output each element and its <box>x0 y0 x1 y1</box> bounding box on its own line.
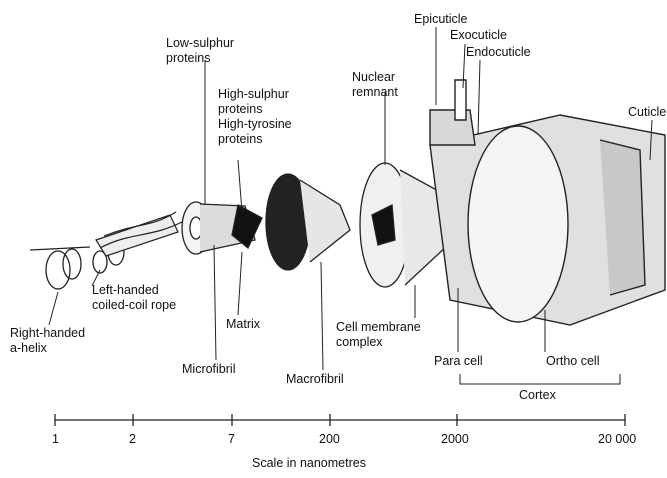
scale-title: Scale in nanometres <box>252 456 366 471</box>
label-left-coil-line2: coiled-coil rope <box>92 298 176 312</box>
label-high-sulphur-proteins: High-sulphur proteins <box>218 87 289 117</box>
label-ortho-cell: Ortho cell <box>546 354 600 369</box>
label-cell-membrane-line2: complex <box>336 335 383 349</box>
label-low-sulphur-line1: Low-sulphur <box>166 36 234 50</box>
scale-tick-1: 1 <box>52 432 59 447</box>
microfibril-drawing <box>182 202 262 254</box>
label-low-sulphur-line2: proteins <box>166 51 210 65</box>
label-right-helix-line2: a-helix <box>10 341 47 355</box>
label-cortex: Cortex <box>519 388 556 403</box>
label-right-handed-helix: Right-handed a-helix <box>10 326 85 356</box>
label-nuclear-line2: remnant <box>352 85 398 99</box>
label-epicuticle: Epicuticle <box>414 12 468 27</box>
label-left-coil-line1: Left-handed <box>92 283 159 297</box>
scale-tick-200: 200 <box>319 432 340 447</box>
label-high-tyrosine-line1: High-tyrosine <box>218 117 292 131</box>
label-cuticle: Cuticle <box>628 105 666 120</box>
label-macrofibril: Macrofibril <box>286 372 344 387</box>
label-cell-membrane-line1: Cell membrane <box>336 320 421 334</box>
scale-tick-20000: 20 000 <box>598 432 636 447</box>
label-high-sulphur-line2: proteins <box>218 102 262 116</box>
scale-tick-2: 2 <box>129 432 136 447</box>
label-exocuticle: Exocuticle <box>450 28 507 43</box>
coiled-coil-rope-drawing <box>96 212 182 256</box>
label-high-tyrosine-proteins: High-tyrosine proteins <box>218 117 292 147</box>
label-cell-membrane-complex: Cell membrane complex <box>336 320 421 350</box>
label-left-handed-coil: Left-handed coiled-coil rope <box>92 283 176 313</box>
label-low-sulphur-proteins: Low-sulphur proteins <box>166 36 234 66</box>
label-microfibril: Microfibril <box>182 362 235 377</box>
scale-axis <box>55 414 625 426</box>
label-matrix: Matrix <box>226 317 260 332</box>
label-right-helix-line1: Right-handed <box>10 326 85 340</box>
scale-tick-7: 7 <box>228 432 235 447</box>
label-high-tyrosine-line2: proteins <box>218 132 262 146</box>
label-nuclear-remnant: Nuclear remnant <box>352 70 398 100</box>
label-endocuticle: Endocuticle <box>466 45 531 60</box>
label-high-sulphur-line1: High-sulphur <box>218 87 289 101</box>
scale-tick-2000: 2000 <box>441 432 469 447</box>
label-nuclear-line1: Nuclear <box>352 70 395 84</box>
macrofibril-drawing <box>266 174 350 270</box>
label-para-cell: Para cell <box>434 354 483 369</box>
